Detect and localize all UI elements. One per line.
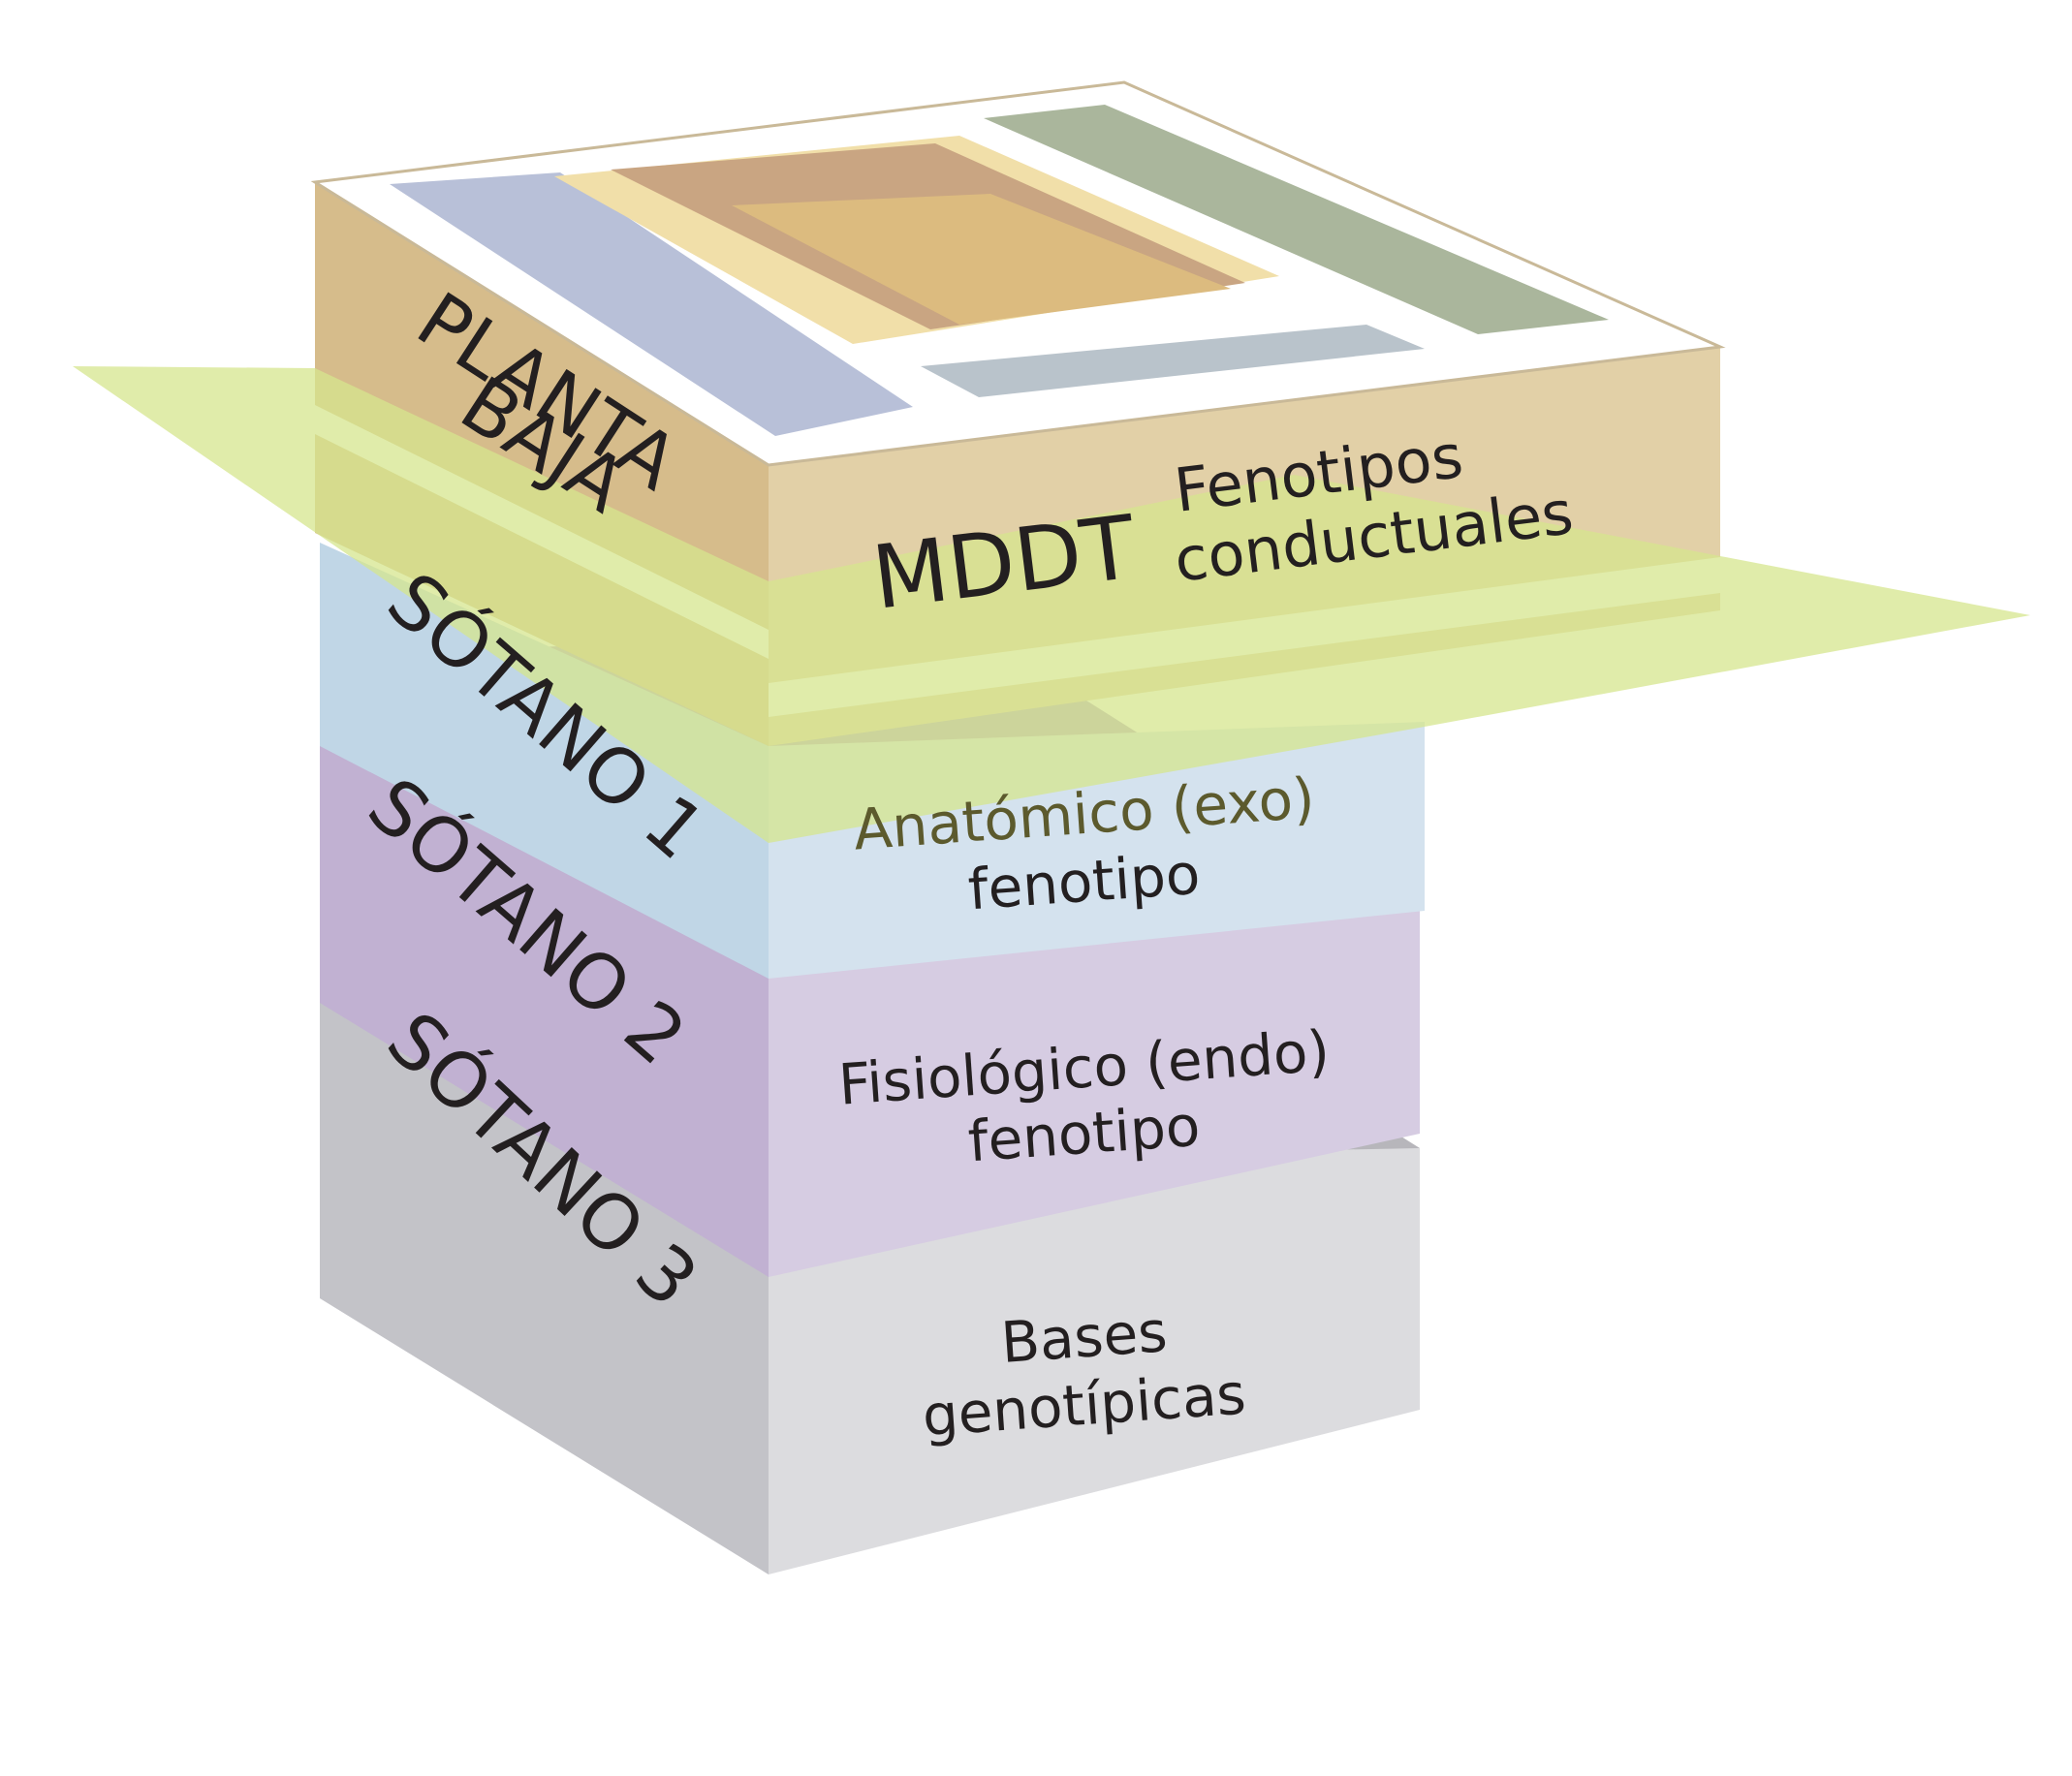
- ground-plane: [73, 366, 2030, 843]
- basement2-front-face: [769, 911, 1420, 1277]
- basement2-front-label-line2: fenotipo: [966, 1093, 1203, 1175]
- basement2-side-face: [320, 657, 769, 1277]
- roof-room-bluegreen: [921, 325, 1425, 397]
- roof-room-blue: [390, 172, 913, 436]
- roof-room-green: [984, 105, 1609, 334]
- basement1-front-label-line2: fenotipo: [966, 841, 1203, 923]
- basement1-side-face: [320, 543, 769, 979]
- basement3-front-label-line1: Bases: [999, 1298, 1170, 1376]
- basement3-front-face: [769, 1148, 1420, 1574]
- roof-room-core: [732, 194, 1231, 325]
